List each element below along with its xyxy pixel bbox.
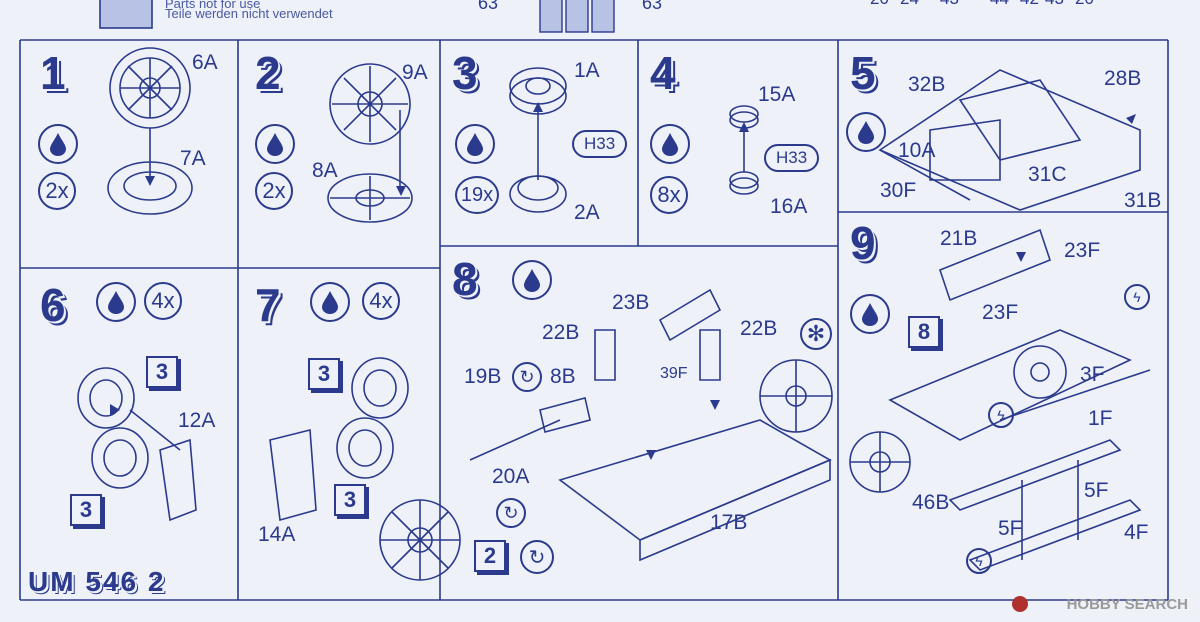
- ref-step-box: 3: [70, 494, 102, 526]
- zigzag-icon: ϟ: [966, 548, 992, 574]
- top-label-63-right: 63: [642, 0, 663, 13]
- ref-step-box: 3: [308, 358, 340, 390]
- part-label: 23F: [1064, 239, 1101, 262]
- top-label-44: 44: [990, 0, 1009, 7]
- part-label: 7A: [180, 147, 206, 170]
- part-label: 17B: [710, 511, 748, 534]
- ref-step-box: 3: [146, 356, 178, 388]
- step-3-multiplier: 19x: [455, 176, 499, 214]
- step-number-1: 1: [40, 47, 66, 99]
- part-label: 2A: [574, 201, 600, 224]
- step-number-3: 3: [452, 47, 478, 99]
- part-label: 5F: [1084, 479, 1109, 502]
- step-6-multiplier: 4x: [144, 282, 182, 320]
- step-number-2: 2: [255, 47, 281, 99]
- glue-drop-icon: [255, 124, 295, 164]
- top-label-43: 43: [940, 0, 959, 7]
- part-label: 4F: [1124, 521, 1149, 544]
- paint-callout-h33: H33: [572, 130, 628, 158]
- paint-callout-h33: H33: [764, 144, 820, 172]
- glue-drop-icon: [38, 124, 78, 164]
- sheet-code: UM 546 2: [28, 566, 166, 597]
- part-label: 39F: [660, 365, 688, 382]
- part-label: 8B: [550, 365, 576, 388]
- part-label: 14A: [258, 523, 296, 546]
- step-number-4: 4: [650, 47, 676, 99]
- glue-drop-icon: [310, 282, 350, 322]
- ref-step-box: 3: [334, 484, 366, 516]
- step-number-9: 9: [850, 217, 876, 269]
- step-2-multiplier: 2x: [255, 172, 293, 210]
- top-label-43b: 43: [1045, 0, 1064, 7]
- part-label: 16A: [770, 195, 808, 218]
- part-label: 10A: [898, 139, 936, 162]
- part-label: 30F: [880, 179, 917, 202]
- step-number-7: 7: [255, 279, 281, 331]
- top-label-63-left: 63: [478, 0, 499, 13]
- part-label: 5F: [998, 517, 1023, 540]
- watermark: HOBBY SEARCH: [1066, 596, 1188, 613]
- step-7-multiplier: 4x: [362, 282, 400, 320]
- ref-step-box: 8: [908, 316, 940, 348]
- top-label-20: 20: [870, 0, 889, 7]
- top-label-42: 42: [1020, 0, 1039, 7]
- part-label: 22B: [740, 317, 778, 340]
- rotate-icon: ↻: [512, 362, 542, 392]
- glue-drop-icon: [846, 112, 886, 152]
- part-label: 3F: [1080, 363, 1105, 386]
- part-label: 46B: [912, 491, 950, 514]
- part-label: 23B: [612, 291, 650, 314]
- step-number-6: 6: [40, 279, 66, 331]
- step-number-8: 8: [452, 253, 478, 305]
- part-label: 6A: [192, 51, 218, 74]
- part-label: 20A: [492, 465, 530, 488]
- part-label: 8A: [312, 159, 338, 182]
- header-line-1: Parts not for use: [165, 0, 261, 11]
- step-number-5: 5: [850, 47, 876, 99]
- rotate-icon: ↻: [496, 498, 526, 528]
- part-label: 23F: [982, 301, 1019, 324]
- watermark-logo-icon: [1012, 596, 1028, 612]
- glue-drop-icon: [650, 124, 690, 164]
- glue-drop-icon: [512, 260, 552, 300]
- step-1-multiplier: 2x: [38, 172, 76, 210]
- part-label: 31B: [1124, 189, 1162, 212]
- part-label: 31C: [1028, 163, 1067, 186]
- part-label: 9A: [402, 61, 428, 84]
- top-label-24: 24: [900, 0, 919, 7]
- glue-drop-icon: [850, 294, 890, 334]
- part-label: 22B: [542, 321, 580, 344]
- rotate-icon: ↻: [520, 540, 554, 574]
- part-label: 1F: [1088, 407, 1113, 430]
- glue-drop-icon: [96, 282, 136, 322]
- part-label: 28B: [1104, 67, 1142, 90]
- top-label-20b: 20: [1075, 0, 1094, 7]
- part-label: 21B: [940, 227, 978, 250]
- part-label: 15A: [758, 83, 796, 106]
- part-label: 12A: [178, 409, 216, 432]
- glue-drop-icon: [455, 124, 495, 164]
- header-line-2: Teile werden nicht verwendet: [165, 6, 333, 21]
- zigzag-icon: ϟ: [988, 402, 1014, 428]
- part-label: 1A: [574, 59, 600, 82]
- part-label: 32B: [908, 73, 946, 96]
- ref-step-box: 2: [474, 540, 506, 572]
- zigzag-icon: ϟ: [1124, 284, 1150, 310]
- step-4-multiplier: 8x: [650, 176, 688, 214]
- asterisk-icon: ✻: [800, 318, 832, 350]
- part-label: 19B: [464, 365, 502, 388]
